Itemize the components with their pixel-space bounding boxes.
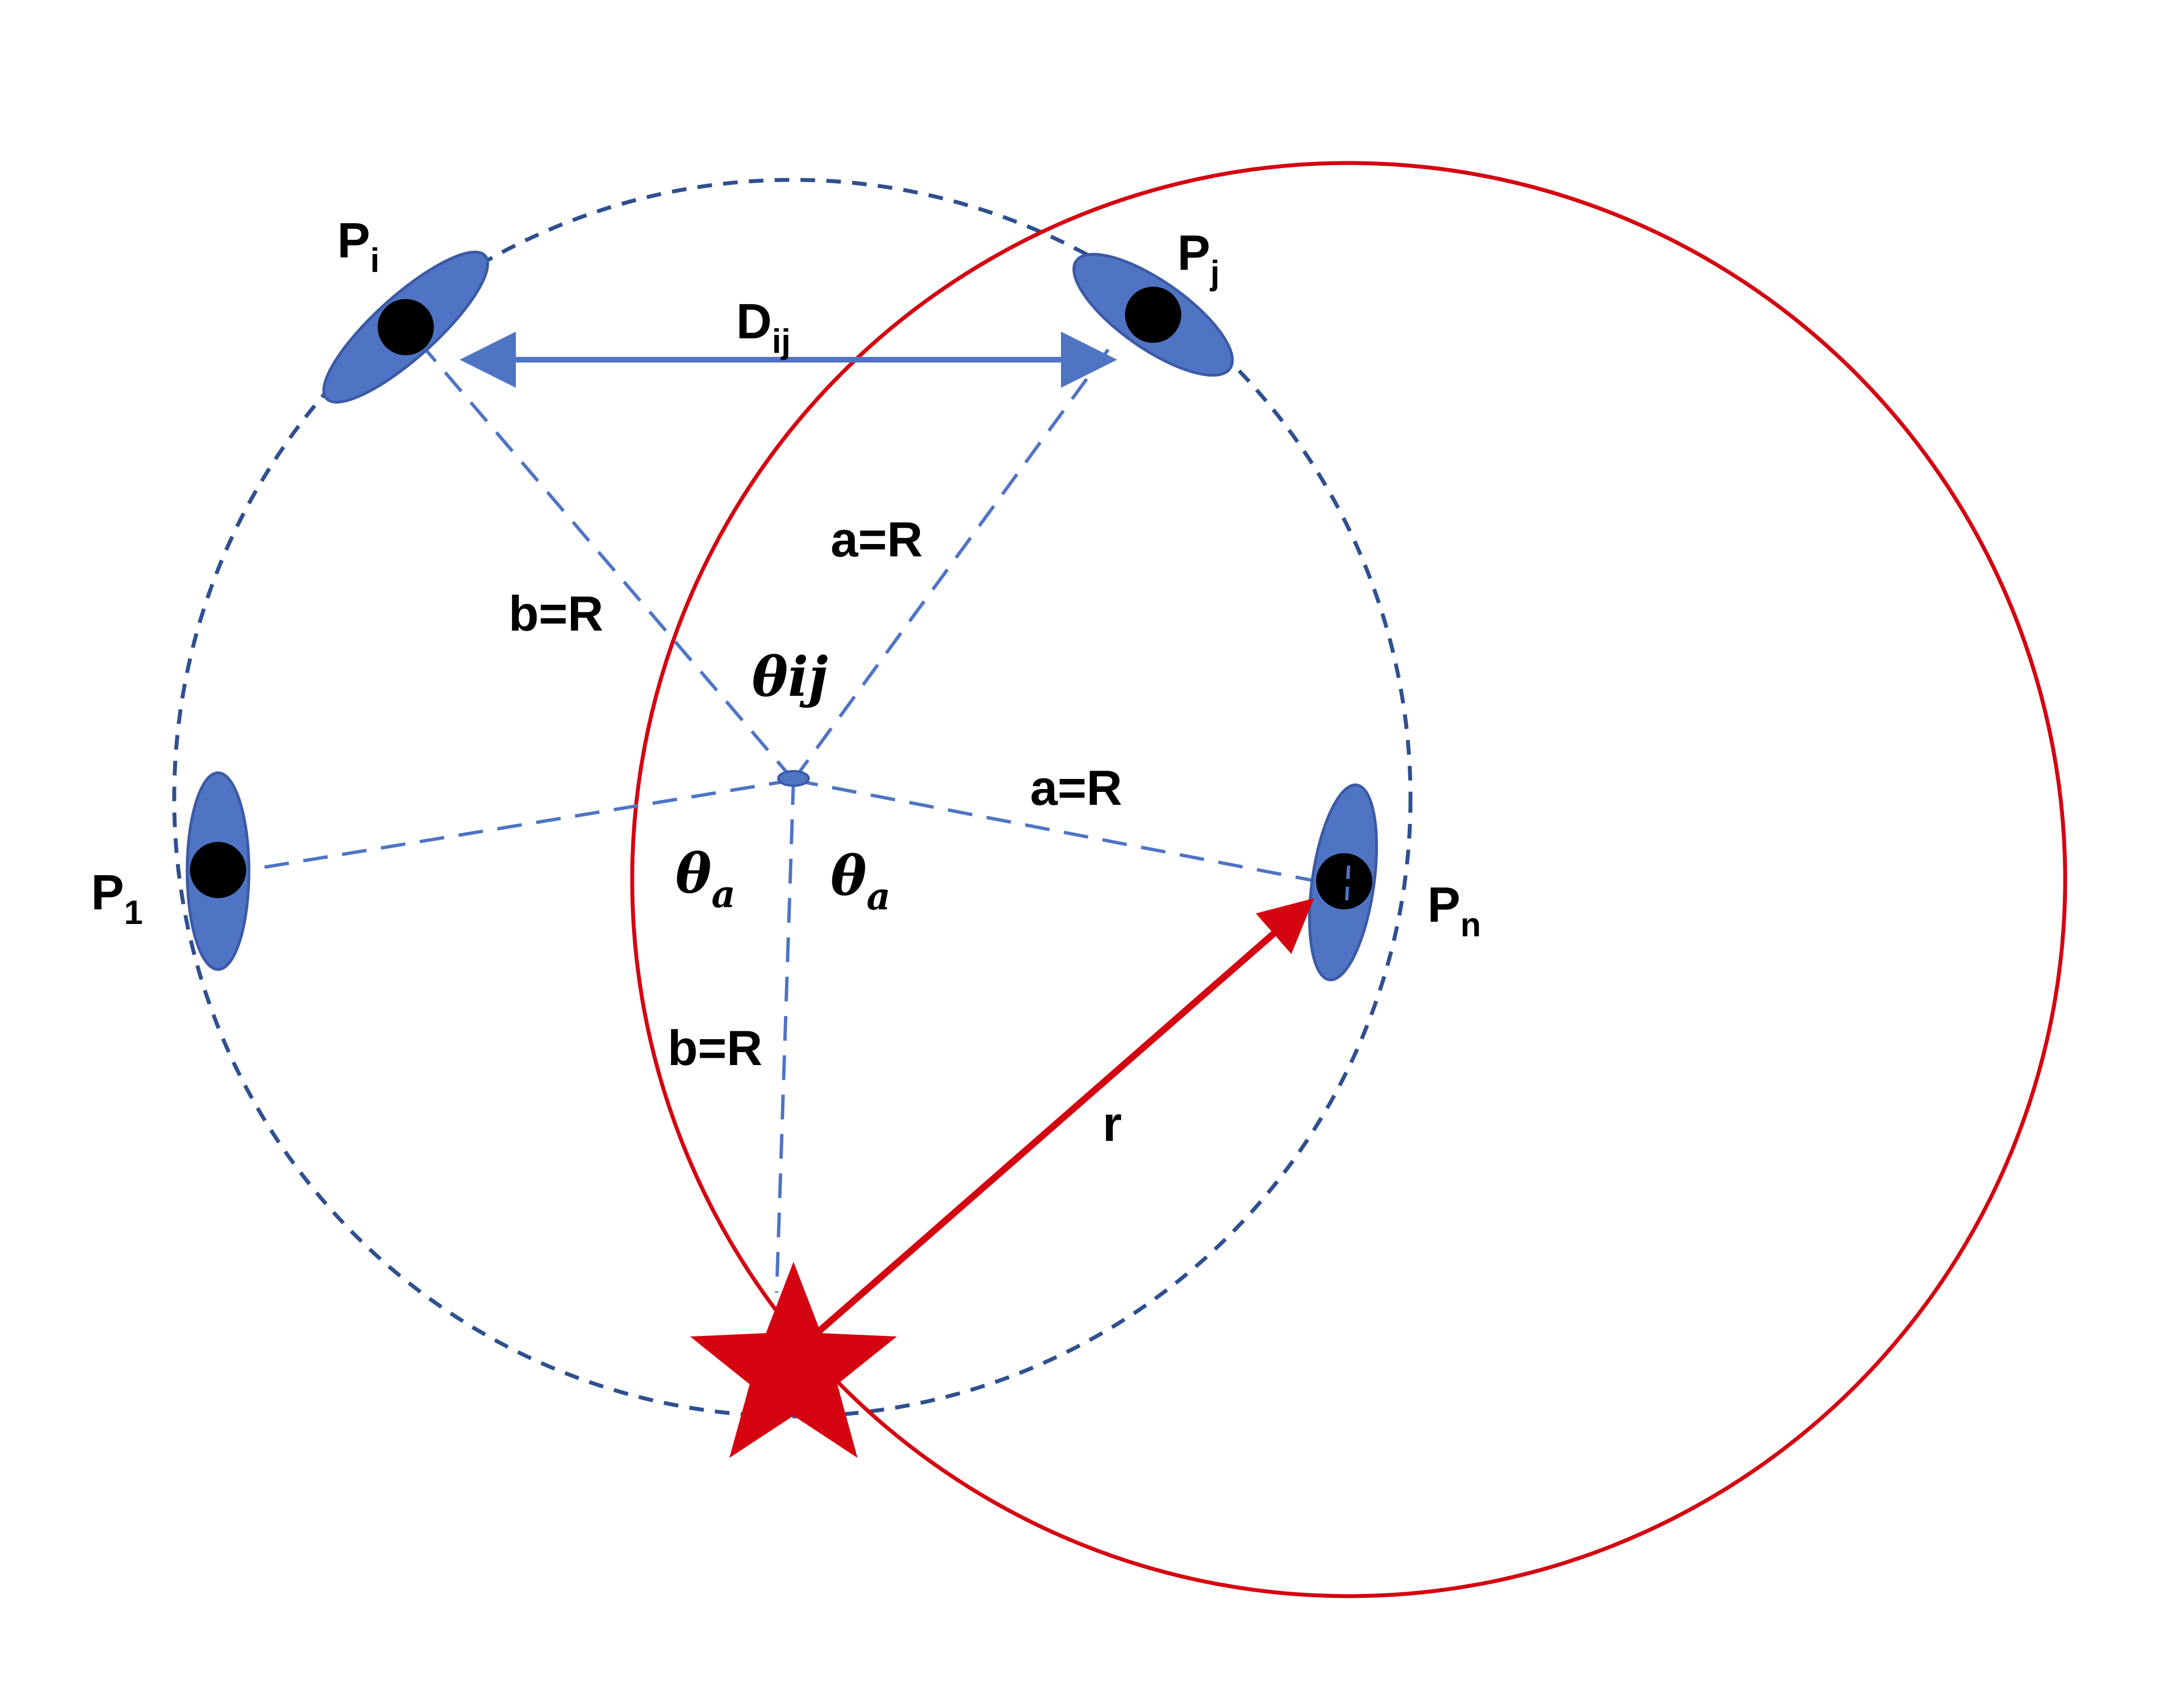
radius-lines — [247, 348, 1338, 1293]
label-dij: Dij — [736, 293, 791, 360]
label-theta-a-left: θa — [675, 842, 736, 916]
label-pn: Pn — [1427, 877, 1481, 944]
sensor-pi — [322, 250, 489, 404]
range-circle — [630, 161, 2067, 1598]
radius-to-pi — [425, 350, 795, 781]
sensor-pn — [1308, 783, 1378, 981]
sensor-dot-icon — [1125, 287, 1181, 343]
label-theta-a-right: θa — [831, 844, 891, 918]
label-p1: P1 — [91, 864, 143, 931]
sensor-dot-icon — [378, 299, 434, 355]
label-b-top: b=R — [509, 586, 604, 641]
target-star-icon — [690, 1262, 897, 1458]
label-a-top: a=R — [831, 511, 923, 567]
pn-dash — [1345, 865, 1350, 905]
label-pi: Pi — [337, 212, 379, 279]
label-theta-ij: θij — [752, 645, 828, 709]
label-a-right: a=R — [1030, 760, 1122, 816]
sensor-p1 — [185, 771, 251, 971]
radius-to-p1 — [247, 778, 794, 872]
label-b-bottom: b=R — [668, 1020, 763, 1076]
radius-to-star — [775, 780, 795, 1293]
centre-point — [777, 770, 810, 787]
sensor-dot-icon — [190, 842, 246, 898]
radius-to-pj — [792, 348, 1110, 781]
sensor-dot-icon — [1316, 853, 1372, 909]
r-arrow — [790, 898, 1314, 1357]
label-pj: Pj — [1177, 225, 1219, 292]
radius-to-pn — [793, 778, 1338, 887]
label-r: r — [1103, 1096, 1122, 1152]
sensor-pj — [1072, 252, 1234, 377]
